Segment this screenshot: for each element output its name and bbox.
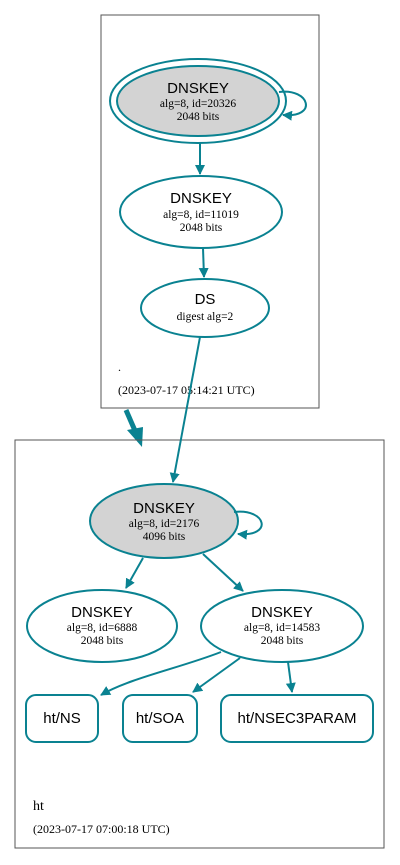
root-zsk-title: DNSKEY (170, 190, 232, 207)
ht-ksk-line1: alg=8, id=2176 (129, 518, 200, 530)
ds-node[interactable]: DS digest alg=2 (140, 278, 270, 338)
edge-root-ksk-self (278, 90, 307, 121)
edge-14583-to-nsec3param (285, 661, 296, 693)
ht-zone-timestamp: (2023-07-17 07:00:18 UTC) (33, 822, 170, 836)
edge-root-zsk-to-ds (198, 247, 209, 278)
rrset-nsec3param-label: ht/NSEC3PARAM (238, 710, 357, 727)
ht-zone-cluster: ht (2023-07-17 07:00:18 UTC) DNSKEY alg=… (14, 439, 385, 849)
ht-dnskey-14583-title: DNSKEY (251, 604, 313, 621)
ds-title: DS (195, 291, 216, 308)
rrset-ns-label: ht/NS (43, 710, 81, 727)
rrset-soa-node[interactable]: ht/SOA (122, 694, 198, 743)
edge-ht-ksk-to-6888 (125, 557, 144, 589)
root-ksk-line2: 2048 bits (177, 111, 220, 123)
edge-ht-ksk-to-14583 (202, 553, 244, 592)
ht-dnskey-6888-line1: alg=8, id=6888 (67, 622, 138, 634)
root-zone-timestamp: (2023-07-17 05:14:21 UTC) (118, 383, 255, 397)
edge-14583-to-soa (192, 657, 241, 693)
rrset-soa-label: ht/SOA (136, 710, 184, 727)
root-ksk-line1: alg=8, id=20326 (160, 98, 236, 110)
ht-zone-name: ht (33, 799, 44, 814)
ht-dnskey-6888-node[interactable]: DNSKEY alg=8, id=6888 2048 bits (26, 589, 178, 663)
root-zone-cluster: . (2023-07-17 05:14:21 UTC) DNSKEY alg=8… (100, 14, 320, 409)
delegation-arrow (123, 409, 143, 447)
root-zone-box (100, 14, 320, 409)
ht-ksk-line2: 4096 bits (143, 531, 186, 543)
root-ksk-title: DNSKEY (167, 80, 229, 97)
root-ksk-node[interactable]: DNSKEY alg=8, id=20326 2048 bits (109, 58, 287, 144)
ht-dnskey-6888-line2: 2048 bits (81, 635, 124, 647)
ht-dnskey-6888-title: DNSKEY (71, 604, 133, 621)
edge-14583-to-ns (100, 651, 222, 696)
ht-dnskey-14583-line1: alg=8, id=14583 (244, 622, 320, 634)
root-zsk-node[interactable]: DNSKEY alg=8, id=11019 2048 bits (119, 175, 283, 249)
edge-ht-ksk-self (233, 510, 263, 540)
root-zsk-line2: 2048 bits (180, 222, 223, 234)
ht-ksk-title: DNSKEY (133, 500, 195, 517)
root-zsk-line1: alg=8, id=11019 (163, 209, 239, 221)
ht-dnskey-14583-node[interactable]: DNSKEY alg=8, id=14583 2048 bits (200, 589, 364, 663)
ht-ksk-node[interactable]: DNSKEY alg=8, id=2176 4096 bits (89, 483, 239, 559)
ht-zone-box (14, 439, 385, 849)
rrset-ns-node[interactable]: ht/NS (25, 694, 99, 743)
ds-line1: digest alg=2 (177, 311, 234, 323)
rrset-nsec3param-node[interactable]: ht/NSEC3PARAM (220, 694, 374, 743)
edge-ds-to-ht-ksk (169, 336, 201, 483)
root-zone-name: . (118, 360, 121, 374)
ht-dnskey-14583-line2: 2048 bits (261, 635, 304, 647)
